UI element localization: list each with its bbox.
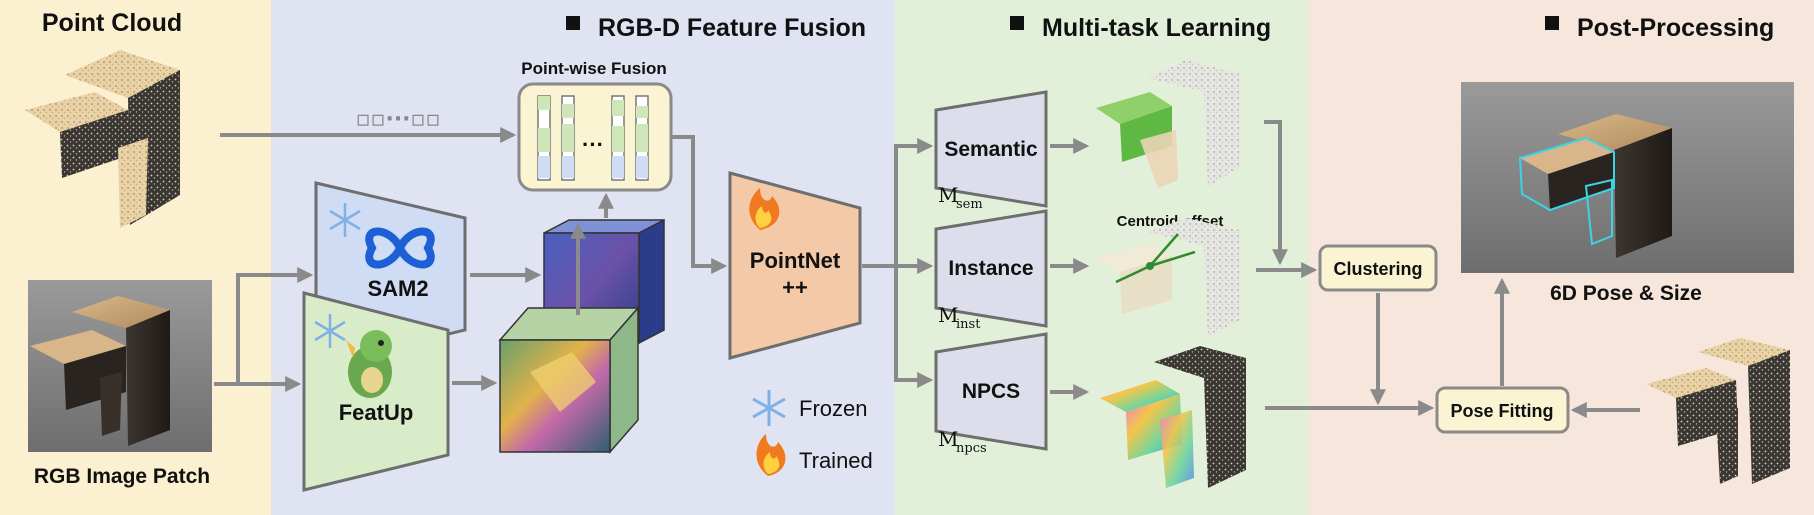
instance-label: Instance <box>948 257 1033 280</box>
instance-output-image <box>1096 218 1240 336</box>
section-title-post: Post-Processing <box>1577 14 1774 42</box>
m-inst-subscript: inst <box>956 317 981 332</box>
pose-fitting-box <box>1435 386 1570 434</box>
post-input-point-cloud-image <box>1646 338 1790 484</box>
section-bullet-rgbd <box>566 16 580 30</box>
rgb-patch-label: RGB Image Patch <box>34 465 210 488</box>
clustering-label: Clustering <box>1333 259 1422 279</box>
snowflake-icon <box>329 203 361 237</box>
instance-head <box>934 209 1048 328</box>
fire-icon <box>756 434 786 476</box>
m-sem-symbol: M <box>938 183 958 207</box>
npcs-output-image <box>1100 346 1246 488</box>
fusion-feature-columns <box>537 95 649 181</box>
section-title-multitask: Multi-task Learning <box>1042 14 1271 42</box>
pointnet-label-line1: PointNet <box>750 248 841 273</box>
pointwise-fusion-title: Point-wise Fusion <box>521 59 666 78</box>
dino-mascot-icon <box>346 330 392 398</box>
meta-infinity-logo <box>365 227 435 269</box>
featup-label: FeatUp <box>339 400 414 425</box>
semantic-label: Semantic <box>944 138 1038 161</box>
sam2-label: SAM2 <box>367 276 428 301</box>
pointnet-label-line2: ++ <box>782 275 808 300</box>
snowflake-icon <box>752 390 786 426</box>
featup-feature-map <box>498 306 640 454</box>
m-npcs-subscript: npcs <box>956 441 987 456</box>
clustering-box <box>1318 244 1438 292</box>
section-title-point-cloud: Point Cloud <box>42 9 182 37</box>
pose-result-label: 6D Pose & Size <box>1550 282 1702 305</box>
point-tokens-icon: ▫▫···▫▫ <box>356 107 441 132</box>
flow-arrows <box>214 120 1640 418</box>
section-bullet-multitask <box>1010 16 1024 30</box>
semantic-output-image <box>1096 60 1240 188</box>
m-sem-subscript: sem <box>956 197 983 212</box>
section-title-rgbd: RGB-D Feature Fusion <box>598 14 866 42</box>
m-inst-symbol: M <box>938 303 958 327</box>
npcs-head <box>934 332 1048 451</box>
section-bullet-post <box>1545 16 1559 30</box>
fusion-ellipsis: ··· <box>582 132 604 157</box>
snowflake-icon <box>314 314 346 348</box>
input-rgb-image <box>28 280 212 452</box>
input-point-cloud-image <box>25 50 180 228</box>
m-npcs-symbol: M <box>938 427 958 451</box>
fire-icon <box>749 188 780 230</box>
legend-frozen: Frozen <box>799 396 867 421</box>
npcs-label: NPCS <box>962 380 1020 403</box>
pose-result-image <box>1461 82 1794 273</box>
semantic-head <box>934 90 1048 208</box>
legend-trained: Trained <box>799 448 873 473</box>
pose-fitting-label: Pose Fitting <box>1451 401 1554 421</box>
